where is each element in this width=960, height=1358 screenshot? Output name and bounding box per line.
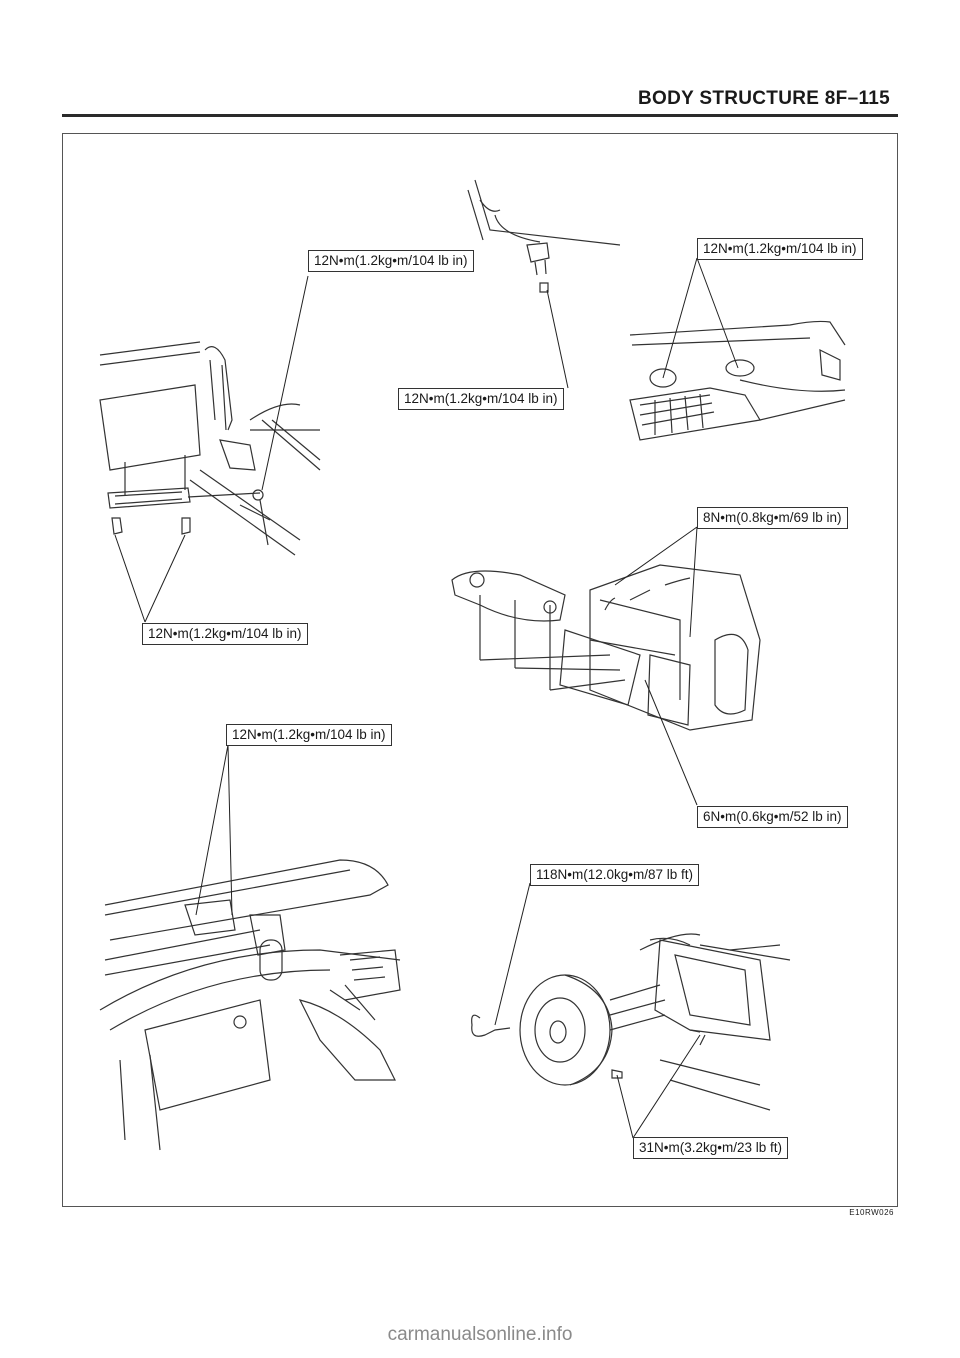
torque-label-window-nut: 6N•m(0.6kg•m/52 lb in) xyxy=(697,806,848,828)
torque-label-latch-bolts: 12N•m(1.2kg•m/104 lb in) xyxy=(142,623,308,645)
page-title: BODY STRUCTURE 8F–115 xyxy=(638,88,890,109)
lamp-trim-drawing xyxy=(629,320,846,441)
torque-label-spare-tire-nut: 118N•m(12.0kg•m/87 lb ft) xyxy=(530,864,700,886)
torque-label-carrier-bolts: 31N•m(3.2kg•m/23 lb ft) xyxy=(633,1137,789,1159)
torque-label-pillar-bolt: 12N•m(1.2kg•m/104 lb in) xyxy=(398,388,564,410)
spoiler-window-drawing xyxy=(451,564,761,731)
leader-lines xyxy=(114,257,739,1139)
spare-tire-drawing xyxy=(471,933,791,1111)
torque-label-door-bolt: 12N•m(1.2kg•m/104 lb in) xyxy=(308,250,474,272)
header-rule xyxy=(62,114,898,117)
figure-code: E10RW026 xyxy=(849,1208,894,1217)
torque-label-tailgate-hinge: 12N•m(1.2kg•m/104 lb in) xyxy=(226,724,392,746)
door-latch-drawing xyxy=(99,341,321,556)
tailgate-hand-drawing xyxy=(99,859,401,1151)
torque-label-lamp-trim: 12N•m(1.2kg•m/104 lb in) xyxy=(697,238,863,260)
torque-label-spoiler-bolts: 8N•m(0.8kg•m/69 lb in) xyxy=(697,507,848,529)
figure-frame xyxy=(62,133,898,1207)
watermark: carmanualsonline.info xyxy=(387,1324,573,1345)
pillar-bolt-drawing xyxy=(467,179,621,293)
